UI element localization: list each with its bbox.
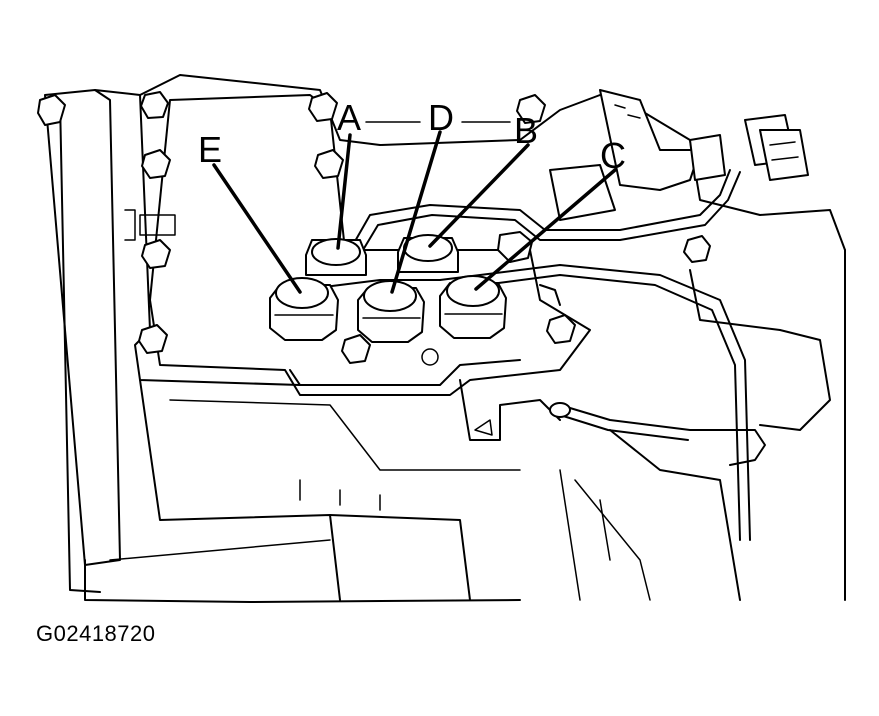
bolt-10	[516, 94, 546, 124]
callout-C: C	[600, 135, 626, 176]
callout-D: D	[428, 97, 454, 138]
callout-E: E	[198, 129, 222, 170]
bolt-11	[683, 235, 711, 263]
leader-B	[428, 143, 530, 248]
wiring-harness	[299, 169, 766, 541]
bolt-5	[138, 324, 168, 354]
callout-leaders	[212, 121, 617, 294]
bolt-3	[141, 149, 171, 179]
solenoid-E	[269, 277, 339, 341]
bolt-9	[546, 314, 576, 344]
solenoid-B	[397, 234, 459, 273]
bolts	[37, 91, 711, 364]
leader-E	[212, 163, 302, 294]
solenoid-C	[439, 275, 507, 339]
solenoid-D	[357, 280, 425, 343]
callout-A: A	[337, 97, 361, 138]
figure-id-label: G02418720	[36, 621, 156, 646]
bolt-6	[314, 149, 344, 179]
wire-connectors	[549, 89, 809, 221]
bolt-7	[308, 92, 338, 122]
bolt-1	[37, 94, 66, 126]
transmission-case	[44, 74, 846, 603]
leader-C	[474, 168, 617, 291]
bolt-8	[341, 334, 371, 364]
solenoid-A	[305, 238, 367, 276]
callout-labels: A D B C E	[198, 97, 626, 176]
bolt-12	[497, 231, 533, 263]
bolt-4	[141, 239, 171, 269]
callout-B: B	[514, 110, 538, 151]
leader-A	[336, 133, 352, 250]
leader-D	[390, 130, 442, 294]
bolt-2	[140, 91, 169, 119]
